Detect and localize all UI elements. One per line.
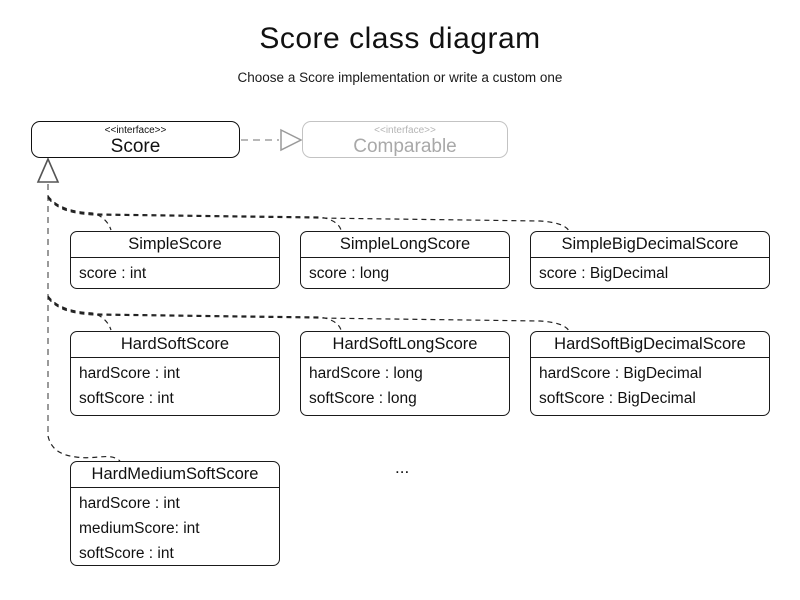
class-attribute: hardScore : BigDecimal: [539, 365, 702, 382]
page-title: Score class diagram: [259, 22, 541, 55]
realization-line-simplescore: [47, 195, 112, 231]
page-subtitle: Choose a Score implementation or write a…: [237, 70, 563, 85]
class-box-hardsoftscore: HardSoftScore hardScore : int softScore …: [70, 331, 280, 416]
realization-line-hardsoftscore: [47, 295, 112, 331]
class-name: SimpleLongScore: [301, 232, 509, 258]
stereotype-label: <<interface>>: [374, 125, 436, 136]
interface-name: Comparable: [353, 136, 457, 157]
class-name: HardSoftBigDecimalScore: [531, 332, 769, 358]
more-implementations-ellipsis: ...: [395, 458, 410, 477]
hollow-triangle-up-icon: [36, 156, 60, 183]
class-name: HardSoftLongScore: [301, 332, 509, 358]
class-attribute: score : int: [79, 265, 147, 282]
interface-name: Score: [110, 136, 161, 157]
class-box-hardsoftbigdecimalscore: HardSoftBigDecimalScore hardScore : BigD…: [530, 331, 770, 416]
class-name: SimpleScore: [71, 232, 279, 258]
interface-box-score: <<interface>> Score: [31, 121, 240, 158]
class-box-hardmediumsoftscore: HardMediumSoftScore hardScore : int medi…: [70, 461, 280, 566]
realization-line-simplelongscore: [47, 196, 342, 231]
class-box-simplebigdecimalscore: SimpleBigDecimalScore score : BigDecimal: [530, 231, 770, 289]
class-name: HardMediumSoftScore: [71, 462, 279, 488]
class-attribute: hardScore : int: [79, 495, 180, 512]
class-attribute: softScore : int: [79, 390, 174, 407]
realization-line-hardsoftbigdecimalscore: [47, 297, 570, 332]
class-attribute: hardScore : int: [79, 365, 180, 382]
class-attribute: hardScore : long: [309, 365, 423, 382]
class-box-simplelongscore: SimpleLongScore score : long: [300, 231, 510, 289]
class-attribute: softScore : long: [309, 390, 417, 407]
realization-line-hardsoftlongscore: [47, 296, 342, 331]
class-name: HardSoftScore: [71, 332, 279, 358]
hollow-triangle-arrow-icon: [280, 128, 303, 152]
class-name: SimpleBigDecimalScore: [531, 232, 769, 258]
class-box-hardsoftlongscore: HardSoftLongScore hardScore : long softS…: [300, 331, 510, 416]
class-attribute: mediumScore: int: [79, 520, 200, 537]
class-attribute: score : long: [309, 265, 390, 282]
interface-box-comparable: <<interface>> Comparable: [302, 121, 508, 158]
realization-line-hardmediumsoftscore: [47, 435, 121, 462]
realization-line-simplebigdecimalscore: [47, 197, 570, 232]
class-box-simplescore: SimpleScore score : int: [70, 231, 280, 289]
class-attribute: softScore : BigDecimal: [539, 390, 696, 407]
stereotype-label: <<interface>>: [104, 125, 167, 136]
class-attribute: score : BigDecimal: [539, 265, 669, 282]
class-attribute: softScore : int: [79, 545, 174, 562]
